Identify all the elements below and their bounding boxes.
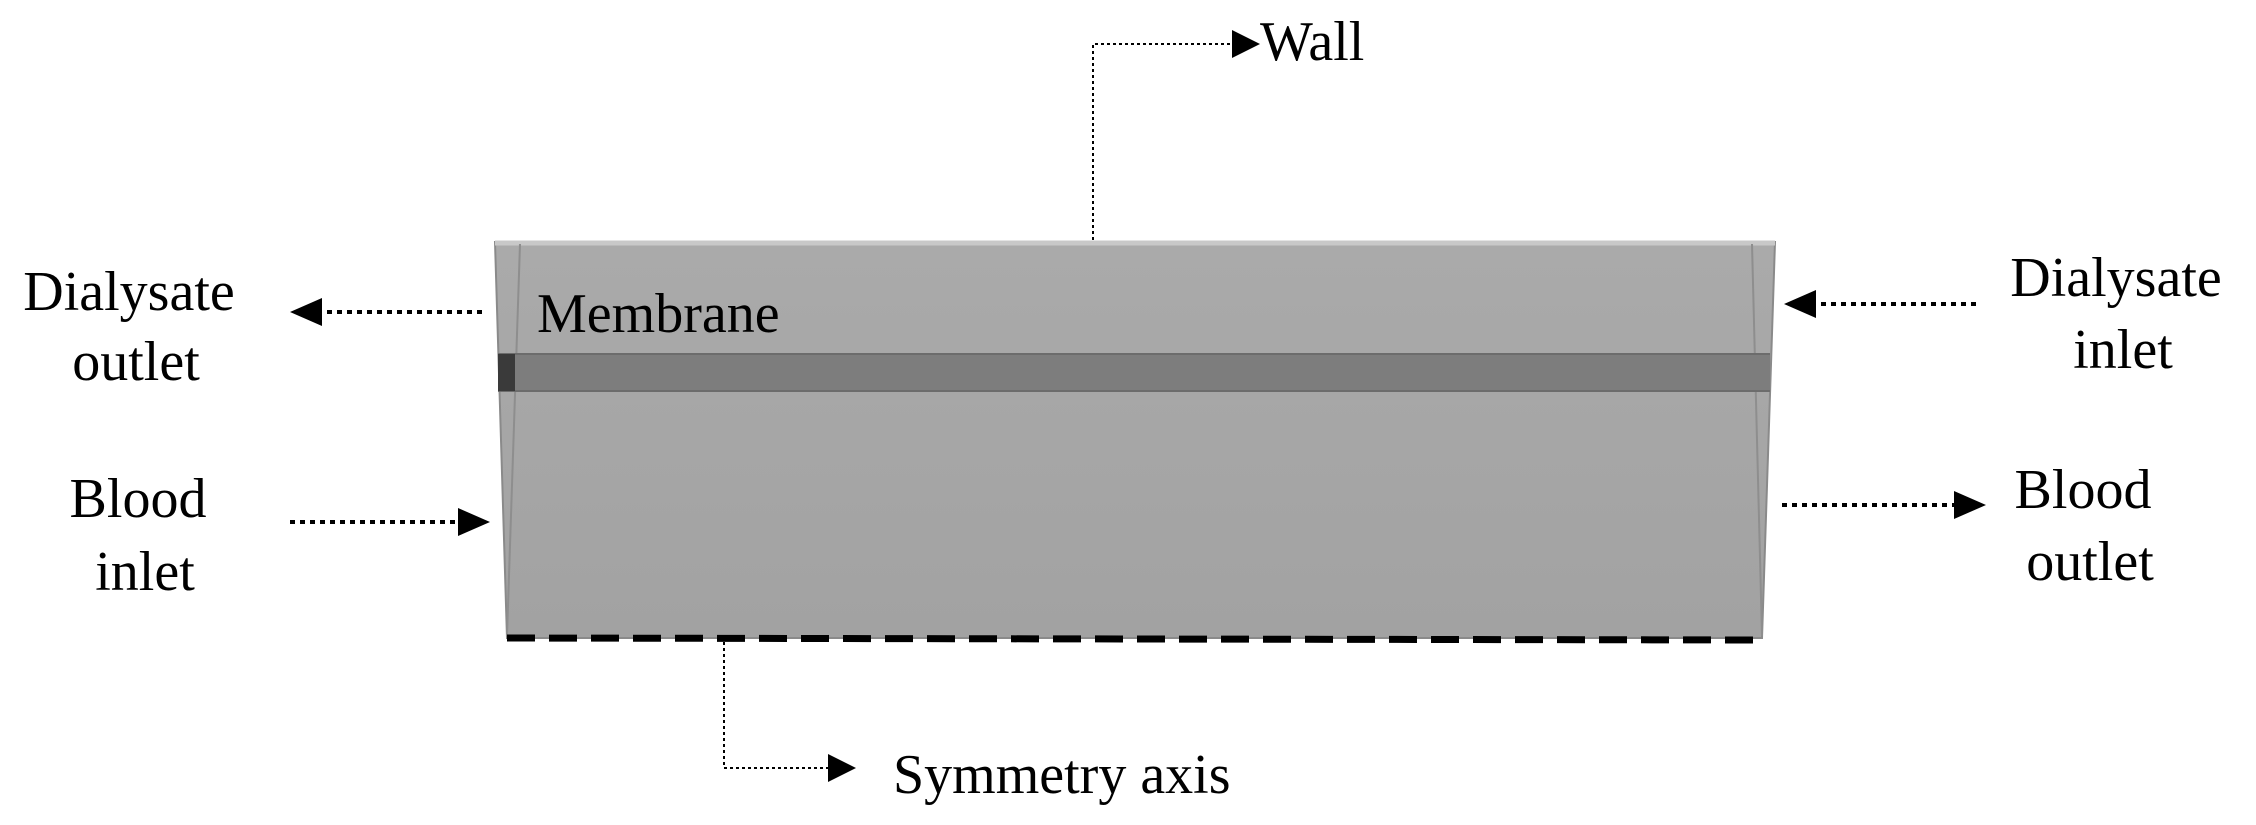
right-end-edge xyxy=(1751,243,1763,637)
dialysate-outlet-label-line-1: Dialysate xyxy=(23,261,234,323)
dialysate-inlet-label-line-2: inlet xyxy=(2073,319,2173,381)
wall-leader-arrow xyxy=(1092,43,1232,240)
left-end-edge xyxy=(506,243,521,637)
blood-inlet-label-line-2: inlet xyxy=(95,541,195,603)
dialysate-inlet-arrowhead xyxy=(1784,290,1816,318)
dialysate-outlet-label-line-2: outlet xyxy=(72,331,200,393)
wall-label: Wall xyxy=(1260,11,1364,73)
dialysate-inlet-label-line-1: Dialysate xyxy=(2010,247,2221,309)
blood-outlet-label-line-1: Blood xyxy=(2015,459,2152,521)
symmetry-axis-label: Symmetry axis xyxy=(893,744,1231,806)
membrane-band xyxy=(498,354,1770,391)
symmetry-axis-leader-arrow xyxy=(723,642,828,769)
membrane-layer xyxy=(498,353,1770,392)
computational-domain xyxy=(493,240,1777,639)
membrane-left-cap xyxy=(498,354,515,391)
blood-outlet-label: Blood outlet xyxy=(2015,459,2166,593)
symmetry-axis-arrowhead xyxy=(828,754,856,782)
blood-inlet-arrowhead xyxy=(458,508,490,536)
blood-outlet-arrowhead xyxy=(1954,491,1986,519)
dialysate-inlet-label: Dialysate inlet xyxy=(2010,247,2235,381)
wall-arrowhead xyxy=(1232,30,1260,58)
membrane-label: Membrane xyxy=(537,283,780,345)
blood-outlet-label-line-2: outlet xyxy=(2026,531,2154,593)
dialysate-outlet-arrowhead xyxy=(290,298,322,326)
blood-inlet-label-line-1: Blood xyxy=(70,468,207,530)
dialysate-outlet-label: Dialysate outlet xyxy=(23,261,248,393)
blood-inlet-label: Blood inlet xyxy=(70,468,221,603)
